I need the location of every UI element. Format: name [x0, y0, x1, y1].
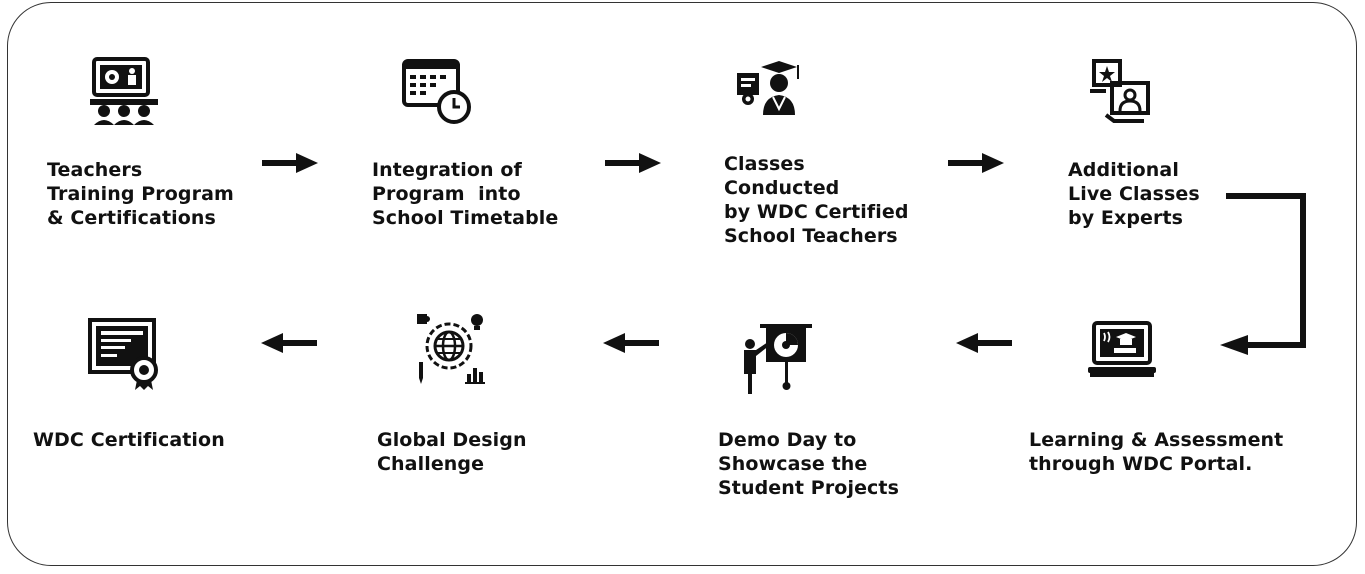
laptop-portal-icon	[1086, 315, 1158, 387]
step-label: WDC Certification	[33, 429, 225, 451]
diagram-frame	[7, 2, 1357, 566]
arrow-right-icon	[262, 153, 318, 173]
presentation-icon	[740, 322, 812, 394]
step-label: Additional Live Classes by Experts	[1068, 159, 1200, 229]
step-label: Global Design Challenge	[377, 429, 527, 475]
arrow-left-icon	[603, 333, 659, 353]
arrow-right-icon	[605, 153, 661, 173]
certificate-icon	[88, 318, 160, 390]
arrow-left-icon	[956, 333, 1012, 353]
step-label: Learning & Assessment through WDC Portal…	[1029, 429, 1284, 475]
arrow-left-icon	[261, 333, 317, 353]
arrow-right-icon	[948, 153, 1004, 173]
elbow-arrow-icon	[1218, 185, 1318, 360]
step-label: Teachers Training Program & Certificatio…	[47, 159, 234, 229]
live-class-icon	[1086, 55, 1158, 127]
step-label: Classes Conducted by WDC Certified Schoo…	[724, 153, 909, 247]
certified-teacher-icon	[735, 55, 807, 127]
teacher-training-icon	[88, 55, 160, 127]
timetable-calendar-icon	[400, 55, 472, 127]
globe-challenge-icon	[415, 312, 487, 384]
step-label: Integration of Program into School Timet…	[372, 159, 559, 229]
step-label: Demo Day to Showcase the Student Project…	[718, 429, 900, 499]
